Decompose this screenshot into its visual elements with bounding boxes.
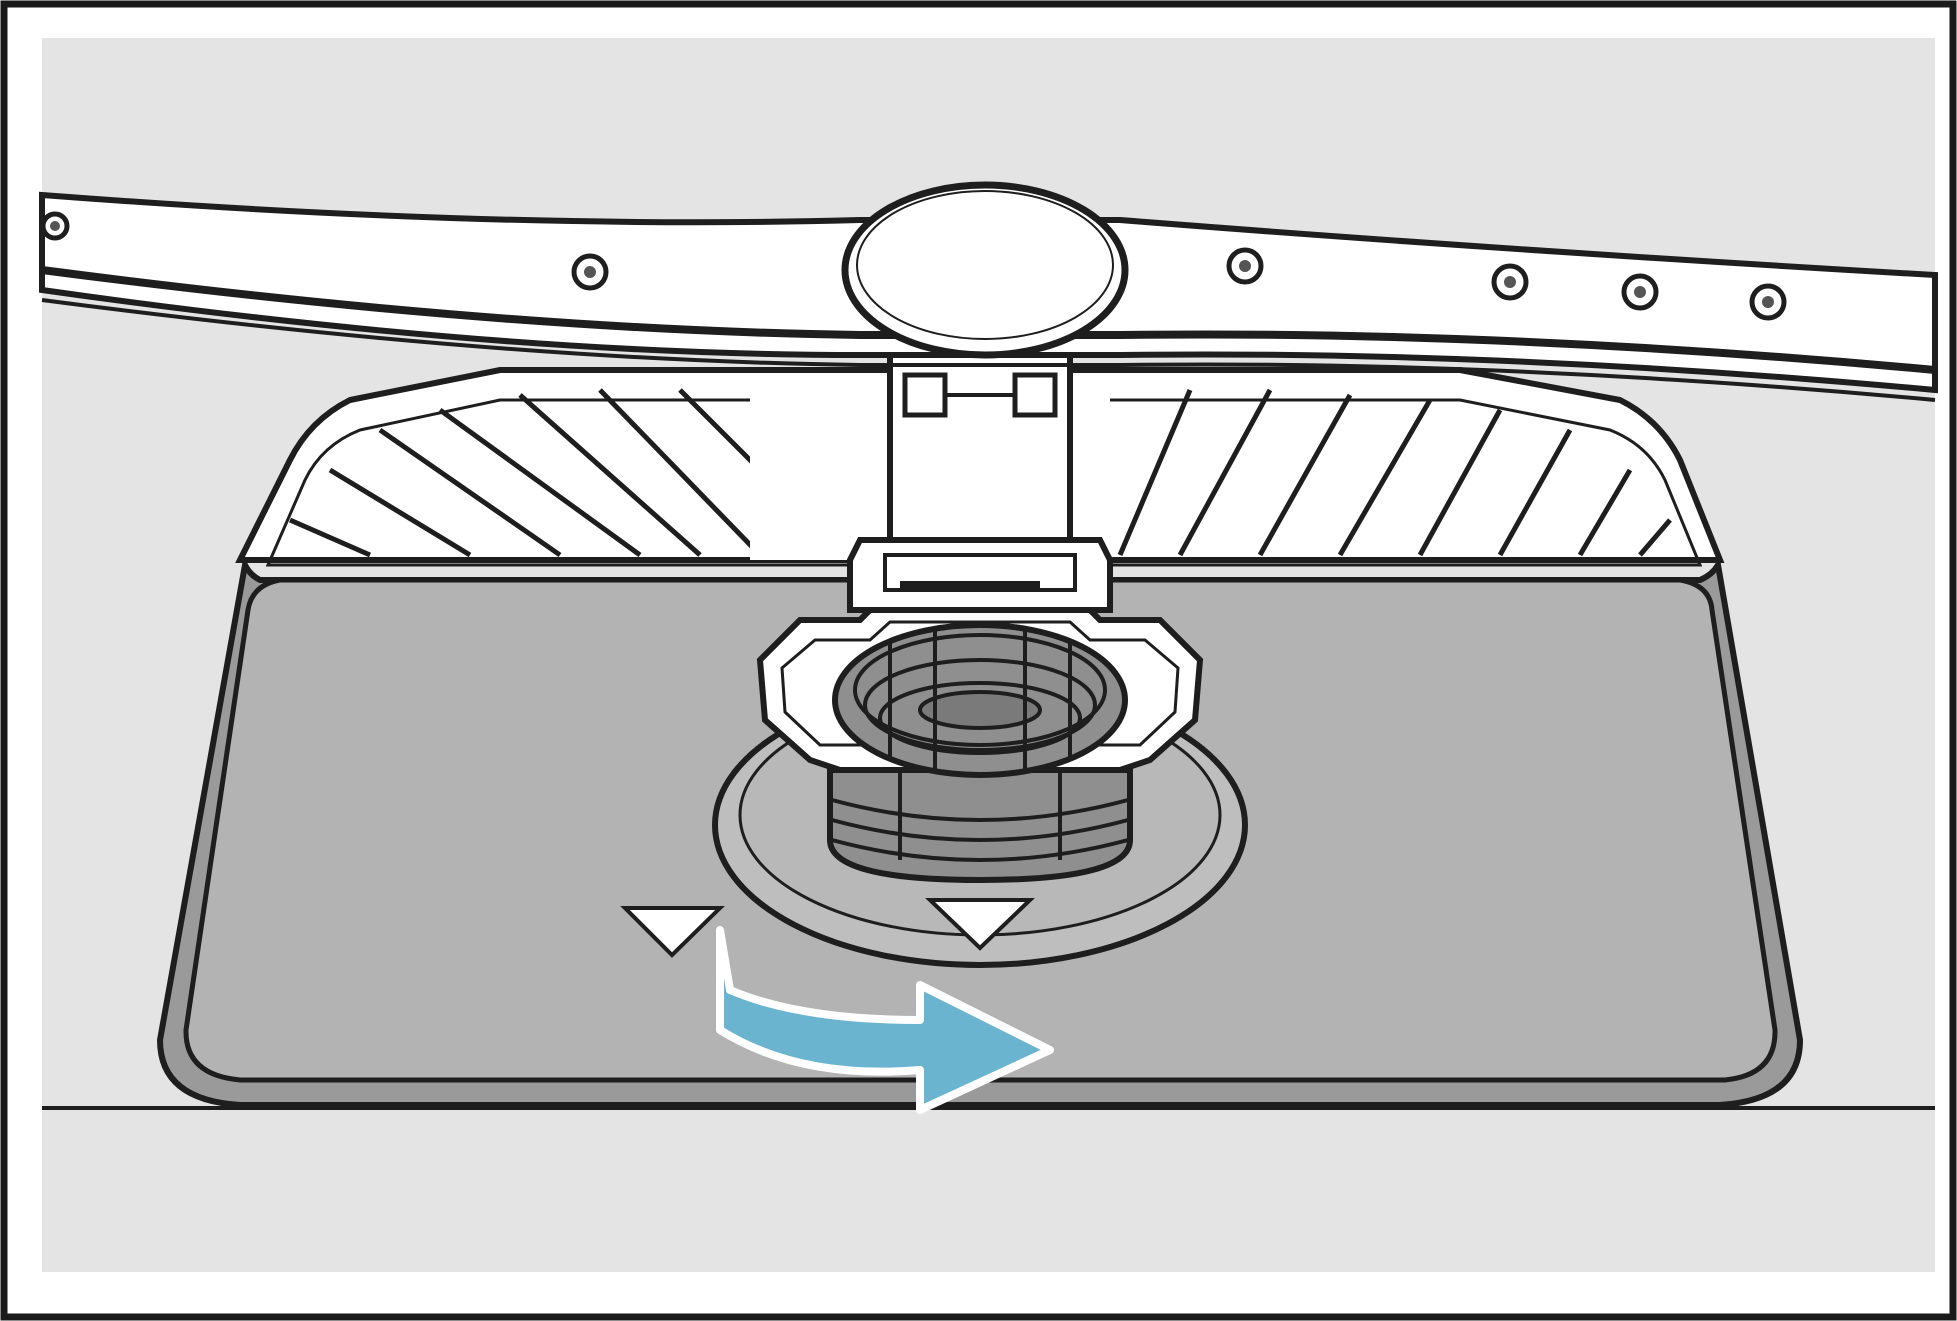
nozzle-hole-centers [50,221,1774,308]
filter-marker-triangle [925,898,1035,951]
triangle-alignment-markers [620,898,1035,958]
filter-cylinder [756,337,1204,884]
right-slots [1117,388,1672,557]
plate-marker-triangle [620,906,725,958]
clockwise-rotation-arrow [716,926,1054,1114]
left-slots [288,388,772,558]
spray-arm [39,181,1938,402]
